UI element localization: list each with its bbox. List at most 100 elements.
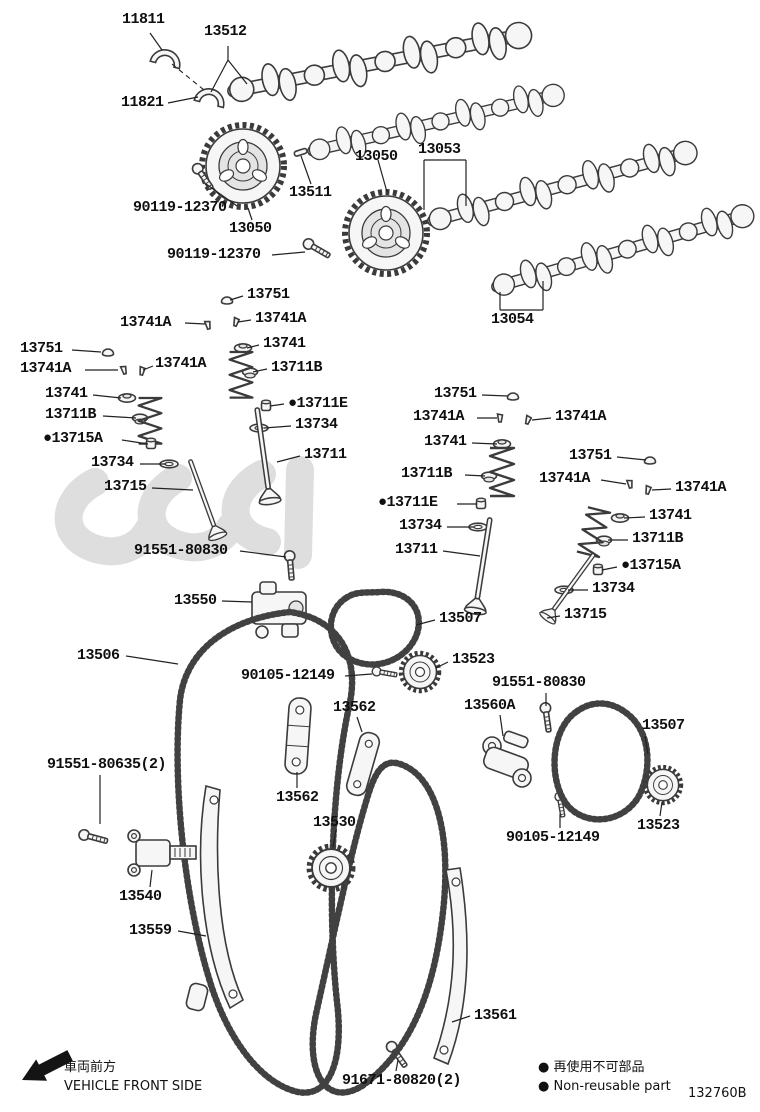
part-label-91551-80830: 91551-80830 [492,674,586,691]
leader-line-13711 [276,455,301,463]
part-label-13741: 13741 [263,335,306,352]
part-label-13523: 13523 [452,651,495,668]
leader-line-13050 [377,159,388,193]
part-13050-timing-gear-2 [345,192,427,274]
leader-lines [71,32,672,1072]
part-label-13741: 13741 [649,507,692,524]
part-label-11811: 11811 [122,11,165,28]
leader-line-13711B [102,415,137,419]
leader-line-13530 [332,829,337,848]
part-label-13741A: 13741A [539,470,591,487]
vehicle-front-note: 車両前方 VEHICLE FRONT SIDE [64,1056,202,1094]
part-label-13741A: 13741A [675,479,727,496]
part-13711-valve [463,515,502,617]
part-13741A [643,484,653,496]
leader-line-13560A [499,714,504,737]
leader-line-13511 [300,155,312,185]
part-label-13560A: 13560A [464,697,516,714]
leader-line-13741 [246,344,260,349]
part-13561-chain-guide [432,867,468,1066]
valve-spring-4 [575,506,612,559]
part-13751 [220,296,234,305]
part-13540-tensioner [127,829,197,877]
chain-13507-2 [551,700,651,823]
part-label-13562: 13562 [276,789,319,806]
front-note-en: VEHICLE FRONT SIDE [64,1079,203,1094]
bolt-91551-80830-2 [538,701,555,734]
part-label-13741A: 13741A [413,408,465,425]
leader-line-13050 [247,207,253,221]
part-label-13711B: 13711B [632,530,684,547]
part-label-13711: 13711 [395,541,438,558]
part-label-13711B: 13711B [271,359,323,376]
part-label-13506: 13506 [77,647,120,664]
part-label-13741: 13741 [45,385,88,402]
part-13562-damper-1 [284,697,312,775]
leader-line-13741A [651,488,672,491]
leader-line-13741A [142,365,154,371]
part-label-13751: 13751 [569,447,612,464]
leader-line-11821 [167,96,199,104]
part-label-13741A: 13741A [555,408,607,425]
valve-spring-3 [488,446,516,498]
leader-line-13550 [221,600,253,603]
leader-line-13715 [151,487,194,491]
leader-line-13711 [442,550,481,557]
part-label-91671-80820(2): 91671-80820(2) [342,1072,462,1089]
legend-jp: ● 再使用不可部品 [538,1060,645,1075]
watermark [54,456,314,569]
part-label-13741A: 13741A [120,314,172,331]
part-label-91551-80830: 91551-80830 [134,542,228,559]
camshaft-1 [223,12,536,113]
part-13751 [643,456,657,465]
part-label-13715A: ●13715A [621,557,681,574]
part-label-13715: 13715 [104,478,147,495]
camshaft-4 [486,195,759,306]
leader-line-13506 [125,655,179,665]
drawing-number: 132760B [688,1086,747,1101]
part-11811-bearing [149,45,184,70]
engine-parts [76,12,759,1096]
leader-line-13741 [92,394,122,399]
part-label-13507: 13507 [439,610,482,627]
part-label-13734: 13734 [295,416,338,433]
part-13560A [482,730,532,788]
bolt-90119-12370-2 [300,236,333,262]
leader-line-13559 [177,930,207,937]
leader-line-13751 [229,295,244,301]
part-label-13734: 13734 [91,454,134,471]
part-label-90119-12370: 90119-12370 [167,246,261,263]
part-label-13711E: ●13711E [378,494,438,511]
part-13751 [506,392,520,401]
leader-line-13741A [237,319,252,323]
leader-line-13507 [415,619,436,626]
part-label-13053: 13053 [418,141,461,158]
bracket-lines [171,46,544,311]
part-label-13741A: 13741A [155,355,207,372]
leader-line-13715 [546,615,561,619]
part-label-13050: 13050 [229,220,272,237]
leader-line-13741A [531,417,552,421]
part-label-13715A: ●13715A [43,430,103,447]
leader-line-13711B [252,368,268,373]
part-label-13540: 13540 [119,888,162,905]
bolt-90105-12149-1 [370,665,399,680]
leader-line-13741 [623,516,646,519]
part-label-13561: 13561 [474,1007,517,1024]
part-11821-bearing [193,84,228,109]
leader-line-13711E [269,403,285,407]
legend-en: ● Non-reusable part [538,1079,671,1094]
part-label-13507: 13507 [642,717,685,734]
leader-line-13523 [659,801,663,817]
part-13741A [203,319,213,331]
part-label-13741A: 13741A [255,310,307,327]
valve-spring-1 [137,396,163,445]
part-13715A-seal [592,563,604,576]
part-label-13734: 13734 [592,580,635,597]
part-13523-sprocket-2 [645,767,681,803]
part-label-13734: 13734 [399,517,442,534]
part-label-13523: 13523 [637,817,680,834]
part-label-13562: 13562 [333,699,376,716]
